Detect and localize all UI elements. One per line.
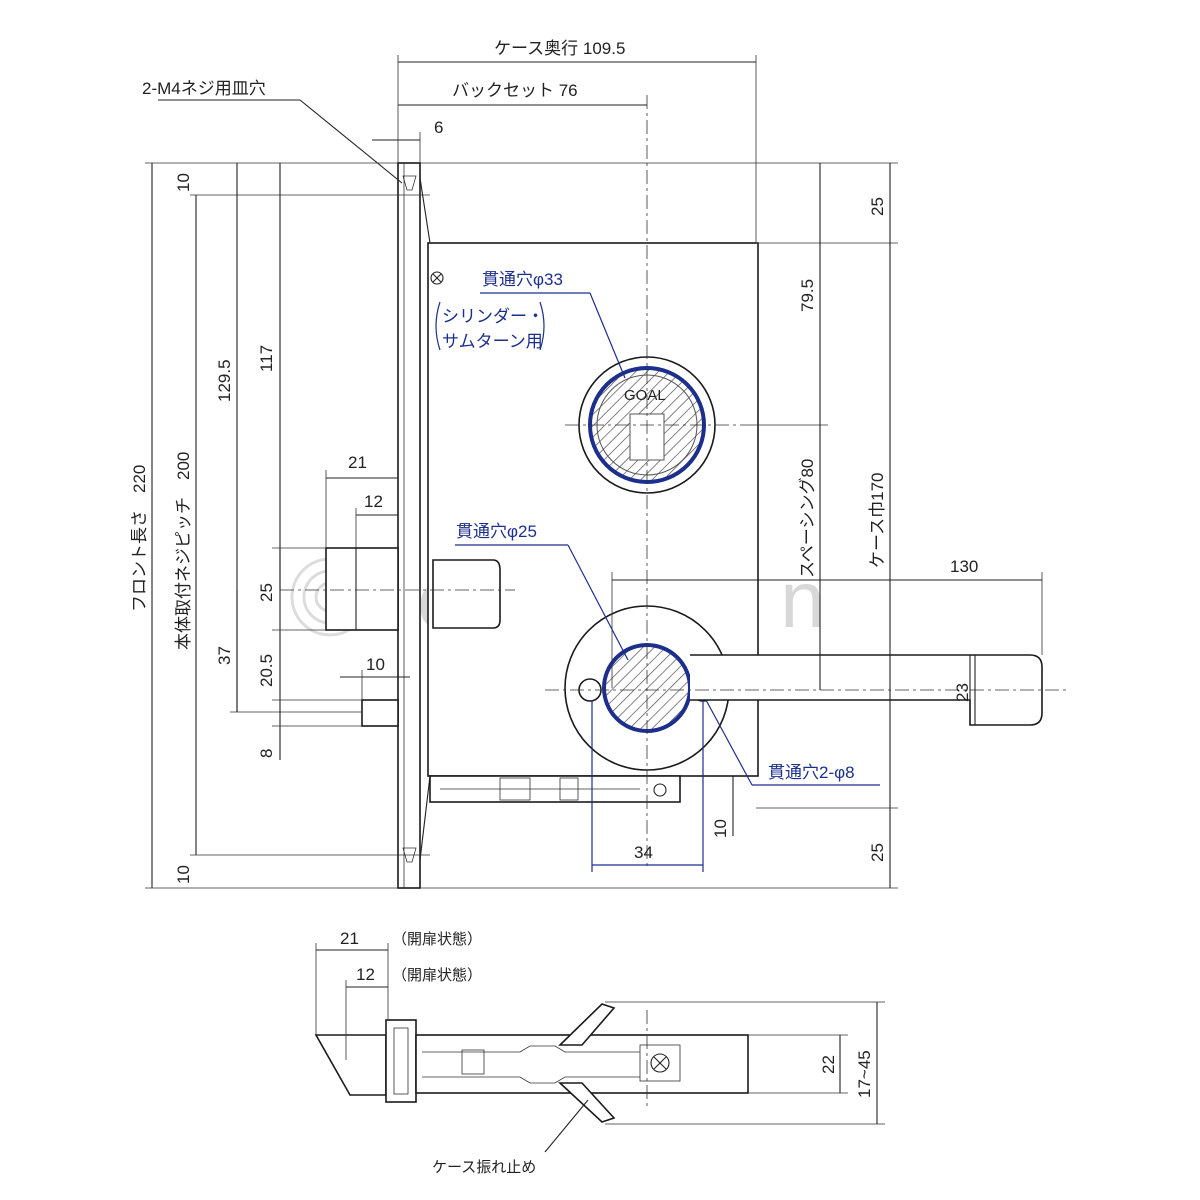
dim-case-depth: ケース奥行 109.5 [397,39,757,243]
side-dim-12: 12 （開扉状態） [345,965,482,1060]
front-plate [397,162,421,889]
callout-hole-25-label: 貫通穴φ25 [456,522,537,541]
side-dim-22-label: 22 [819,1055,838,1074]
dim-front-length: フロント長さ 220 [130,162,398,889]
dim-8-label: 8 [257,749,276,758]
dim-low-10: 10 [711,776,734,838]
dim-bottom-10-label: 10 [174,865,193,884]
dim-bottom-10: 10 [174,865,193,884]
dim-front-thickness: 6 [372,118,443,163]
dim-top-10: 10 [174,173,193,192]
bottom-mechanism [429,775,681,803]
side-dim-21-note: （開扉状態） [392,931,482,948]
dim-117: 117 [257,163,281,590]
callout-hole-25: 貫通穴φ25 [455,522,629,661]
callout-hole-8-label: 貫通穴2-φ8 [768,763,855,782]
side-screw-plate [639,1044,681,1082]
front-plate-web [419,163,431,888]
side-latch-bolt [314,1034,387,1096]
dim-latch-21-label: 21 [348,453,367,472]
side-front-plate [385,1019,417,1103]
dim-130-label: 130 [950,557,978,576]
side-dim-17-45: 17~45 [605,1001,885,1125]
dim-37: 37 [215,590,238,712]
side-stopper-bottom [557,1082,616,1123]
callout-hole-8: 貫通穴2-φ8 [705,699,880,786]
dim-right-25-top: 25 [420,162,898,244]
dim-backset-label: バックセット 76 [452,81,578,100]
dim-34-label: 34 [634,843,653,862]
countersunk-screw-hole-top [402,175,417,191]
callout-hole-33-label: 貫通穴φ33 [482,270,563,289]
side-dim-21: 21 （開扉状態） [315,929,482,1035]
dim-37-label: 37 [215,646,234,665]
callout-screw-hole: 2-M4ネジ用皿穴 [142,79,403,184]
dim-front-thickness-label: 6 [434,118,443,137]
side-dim-22: 22 [748,1034,848,1094]
dim-8: 8 [257,700,362,760]
dim-screw-pitch-label: 本体取付ネジピッチ 200 [174,452,193,650]
dim-20-5: 20.5 [257,630,362,701]
side-stopper-top [558,1003,616,1046]
dim-latch-height: 25 [257,547,326,631]
dim-right-25-top-label: 25 [868,197,887,216]
dim-latch-12: 12 [355,492,398,548]
dim-deadlatch-10-label: 10 [366,655,385,674]
dim-latch-21: 21 [325,453,398,548]
side-screw-icon [650,1053,670,1073]
dim-backset: バックセット 76 [398,81,647,106]
callout-hole-33-note1: シリンダー・ [442,307,544,326]
side-dim-12-note: （開扉状態） [392,967,482,984]
side-front-plate-inner [393,1027,409,1095]
side-dim-21-label: 21 [340,929,359,948]
dim-23-label: 23 [953,683,972,702]
dim-right-25-bottom: 25 [420,807,898,889]
dim-latch-12-label: 12 [364,492,383,511]
dim-latch-height-label: 25 [257,583,276,602]
side-spring [461,1049,485,1075]
dim-case-width: ケース巾170 [868,243,891,808]
side-linkage [422,1045,640,1084]
dim-spacing: スペーシング80 [798,425,821,690]
dim-screw-pitch: 本体取付ネジピッチ 200 [174,194,430,856]
dim-34: 34 [591,700,704,872]
callout-hole-33-note2: サムターン用 [442,332,543,351]
dim-spacing-label: スペーシング80 [798,459,817,578]
latch-bolt [325,547,399,631]
side-dim-17-45-label: 17~45 [855,1050,874,1098]
dim-20-5-label: 20.5 [257,654,276,687]
side-dim-12-label: 12 [356,965,375,984]
dim-case-depth-label: ケース奥行 109.5 [494,39,625,58]
side-callout-stopper: ケース振れ止め [432,1099,589,1176]
case-screw-icon [430,271,444,285]
dim-top-10-label: 10 [174,173,193,192]
dim-79-5: 79.5 [740,163,828,426]
dim-deadlatch-10: 10 [340,655,410,700]
side-view [314,1003,749,1123]
callout-hole-33: 貫通穴φ33 シリンダー・ サムターン用 [435,270,626,379]
latch-tail [432,559,501,629]
dim-23: 23 [953,655,976,725]
dim-case-width-label: ケース巾170 [868,472,887,568]
callout-screw-hole-label: 2-M4ネジ用皿穴 [142,79,266,98]
dim-129-5-label: 129.5 [215,359,234,402]
dead-latch [361,699,399,727]
countersunk-screw-hole-bottom [402,847,417,863]
cylinder-maker-mark: GOAL [624,387,666,404]
dim-low-10-label: 10 [711,819,730,838]
dim-right-25-bottom-label: 25 [868,843,887,862]
side-callout-stopper-label: ケース振れ止め [432,1159,536,1176]
dim-79-5-label: 79.5 [798,279,817,312]
dim-117-label: 117 [257,345,276,372]
dim-front-length-label: フロント長さ 220 [130,465,149,612]
